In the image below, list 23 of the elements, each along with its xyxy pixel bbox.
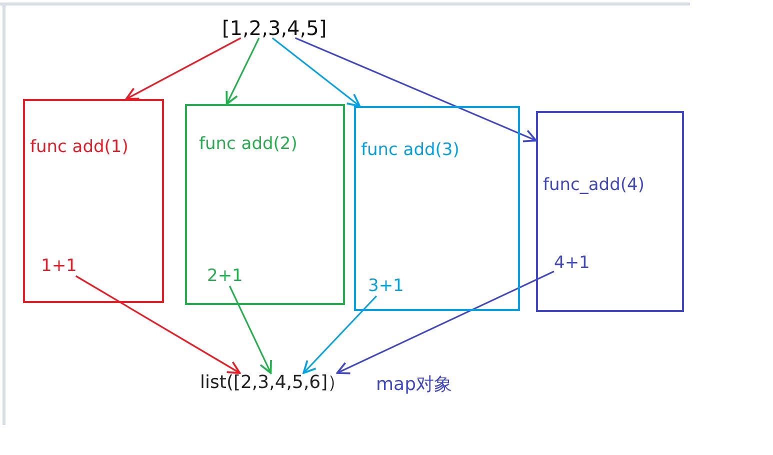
expression-text: 1+1 — [41, 256, 77, 276]
arrow — [295, 37, 537, 142]
note-text: map对象 — [376, 375, 452, 395]
arrow — [125, 37, 242, 100]
function-label: func_add(4) — [543, 175, 644, 195]
function-label: func add(3) — [361, 140, 460, 160]
arrow — [75, 275, 241, 374]
function-box — [185, 104, 345, 305]
function-label: func add(1) — [30, 137, 128, 157]
expression-text: 2+1 — [207, 266, 243, 286]
expression-text: 4+1 — [554, 253, 590, 273]
list-text: [1,2,3,4,5] — [222, 18, 327, 38]
arrow — [336, 270, 554, 374]
function-box — [354, 106, 520, 311]
function-label: func add(2) — [199, 134, 298, 154]
arrow — [228, 286, 272, 374]
arrow — [272, 37, 361, 107]
function-box — [536, 111, 684, 312]
list-text: list([2,3,4,5,6]） — [200, 373, 346, 393]
expression-text: 3+1 — [368, 276, 404, 296]
arrow — [226, 38, 260, 105]
function-box — [23, 99, 164, 303]
arrow — [302, 295, 378, 374]
